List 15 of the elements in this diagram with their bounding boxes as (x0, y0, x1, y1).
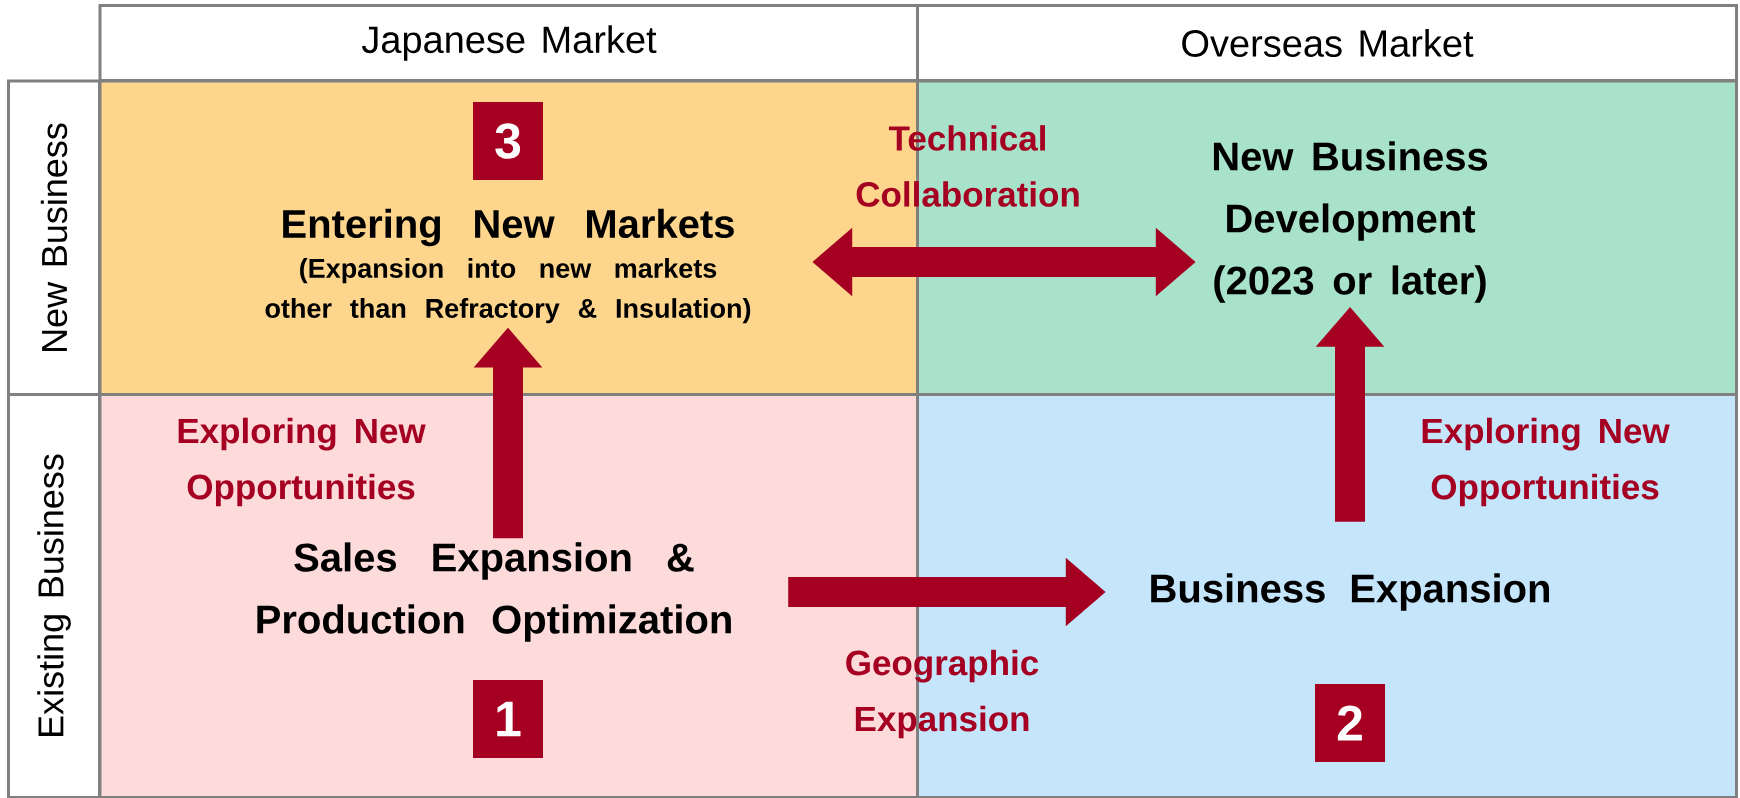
number-badge: 3 (473, 102, 543, 180)
edge-label: Exploring New Opportunities (178, 417, 426, 507)
row-header: Existing Business (7, 393, 101, 798)
edge-label: Exploring New Opportunities (1422, 417, 1670, 507)
edge-label: Geographic Expansion (846, 649, 1039, 739)
quadrant-text: New Business Development (2023 or later) (1213, 141, 1488, 303)
column-header: Japanese Market (98, 4, 920, 82)
edge-label: Technical Collaboration (856, 125, 1079, 207)
row-header: New Business (7, 79, 101, 397)
quadrant-text: Entering New Markets (Expansion into new markets other than Refractory & Insulation) (265, 208, 751, 324)
number-badge: 2 (1315, 684, 1385, 762)
quadrant-text: Business Expansion (1151, 573, 1549, 611)
quadrant-text: Sales Expansion & Production Optimization (257, 542, 731, 642)
number-badge: 1 (473, 680, 543, 758)
column-header: Overseas Market (916, 4, 1738, 82)
